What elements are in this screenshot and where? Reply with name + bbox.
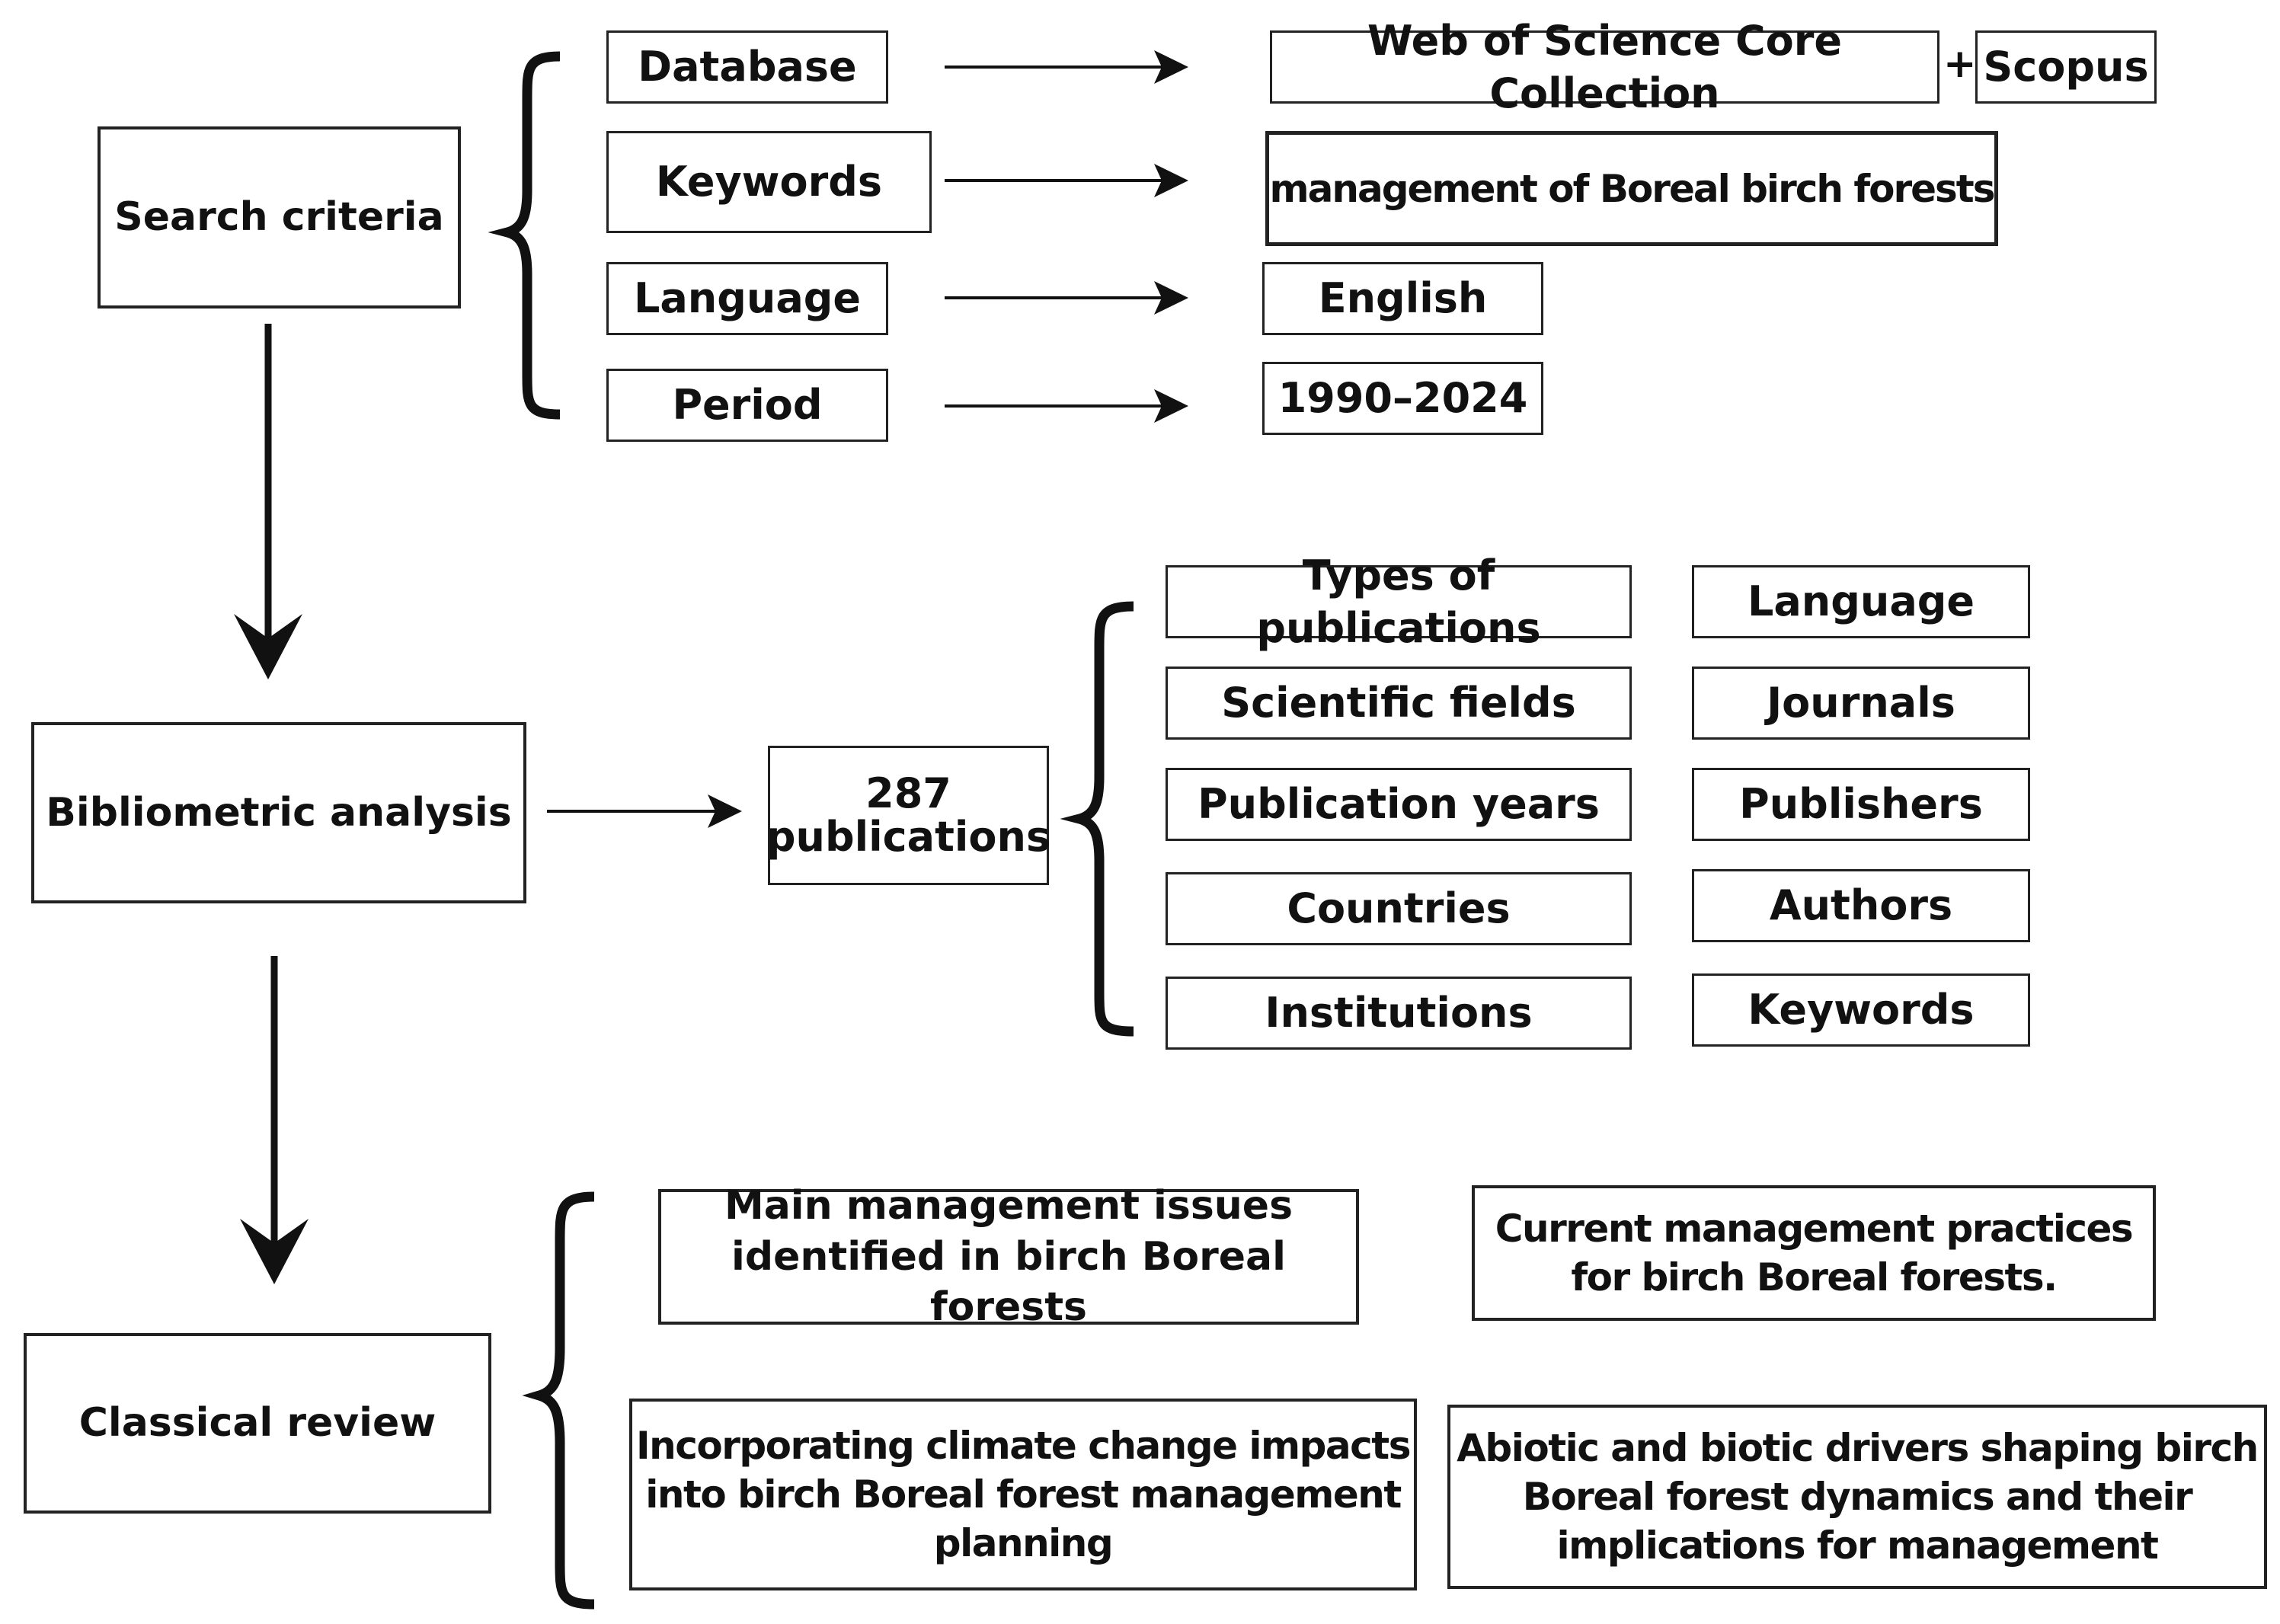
brace-bibliometric <box>1060 601 1134 1037</box>
attribute-authors: Authors <box>1692 869 2030 942</box>
publication-count-unit: publications <box>766 812 1051 861</box>
attribute-journals: Journals <box>1692 667 2030 740</box>
criterion-value-keywords: management of Boreal birch forests <box>1265 131 1998 246</box>
attribute-scientific-fields: Scientific fields <box>1166 667 1632 740</box>
search-arrowheads <box>708 50 1188 828</box>
attribute-types-of-publications: Types of publications <box>1166 551 1632 652</box>
search-arrows <box>547 66 1166 813</box>
arrowhead-down-2 <box>240 1219 309 1284</box>
attribute-keywords: Keywords <box>1692 973 2030 1047</box>
topic-main-management-issues: Main management issues identified in bir… <box>658 1183 1359 1330</box>
criterion-label-language: Language <box>606 262 888 335</box>
classical-review-title: Classical review <box>78 1400 436 1447</box>
topic-current-management-practices: Current management practices for birch B… <box>1472 1185 2156 1321</box>
attribute-language: Language <box>1692 565 2030 638</box>
attribute-publishers: Publishers <box>1692 768 2030 841</box>
publication-count: 287 <box>865 769 951 817</box>
criterion-value-language: English <box>1262 262 1543 335</box>
bibliometric-analysis-box: Bibliometric analysis <box>31 722 526 903</box>
brace-search <box>488 51 561 420</box>
attribute-countries: Countries <box>1166 872 1632 945</box>
criterion-label-period: Period <box>606 369 888 442</box>
classical-review-box: Classical review <box>24 1333 491 1514</box>
topic-climate-change-impacts: Incorporating climate change impacts int… <box>629 1399 1417 1590</box>
curly-braces <box>488 51 1134 1610</box>
criterion-value-database: Web of Science Core Collection <box>1270 17 1939 117</box>
plus-sign: + <box>1943 41 1977 87</box>
search-criteria-box: Search criteria <box>98 126 461 308</box>
search-criteria-title: Search criteria <box>114 194 444 241</box>
publication-count-box: 287 publications <box>766 746 1051 885</box>
bibliometric-analysis-title: Bibliometric analysis <box>46 789 512 836</box>
criterion-label-keywords: Keywords <box>606 131 932 233</box>
flow-arrows <box>234 324 309 1284</box>
criterion-value-period: 1990–2024 <box>1262 362 1543 435</box>
attribute-publication-years: Publication years <box>1166 768 1632 841</box>
attribute-institutions: Institutions <box>1166 977 1632 1050</box>
criterion-label-database: Database <box>606 30 888 104</box>
arrowhead-down-1 <box>234 614 302 679</box>
criterion-value-database-extra: Scopus <box>1975 30 2157 104</box>
brace-classical <box>522 1191 595 1610</box>
topic-abiotic-biotic-drivers: Abiotic and biotic drivers shaping birch… <box>1447 1405 2267 1589</box>
